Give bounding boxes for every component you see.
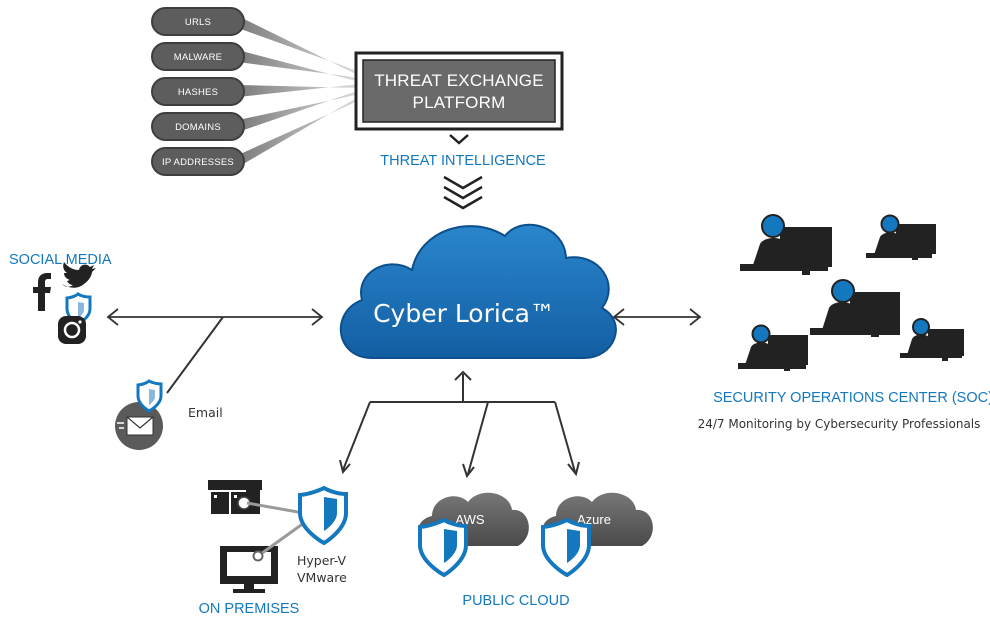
monitor-icon [220, 546, 278, 593]
aws-node: AWS [418, 492, 529, 578]
email-label: Email [188, 405, 223, 420]
platform-title-line2: PLATFORM [413, 93, 506, 112]
threat-intelligence-label: THREAT INTELLIGENCE [380, 153, 546, 169]
email-node: Email [115, 379, 223, 450]
analyst-icon [900, 318, 964, 361]
shield-icon [298, 485, 348, 546]
social-media-icons [33, 262, 96, 344]
chevron-down-icon [449, 134, 469, 145]
azure-label: Azure [577, 512, 611, 527]
threat-exchange-platform: THREAT EXCHANGE PLATFORM [354, 51, 564, 131]
source-label: IP ADDRESSES [162, 157, 234, 168]
source-pill-hashes: HASHES [151, 77, 245, 106]
source-pill-ip-addresses: IP ADDRESSES [151, 147, 245, 176]
instagram-icon [58, 316, 86, 344]
soc-analysts [738, 214, 964, 371]
source-pill-urls: URLS [151, 7, 245, 36]
server-icon [208, 480, 262, 514]
source-rays [238, 16, 360, 167]
shield-icon [541, 517, 591, 578]
analyst-icon [866, 214, 936, 260]
envelope-icon [117, 416, 154, 436]
facebook-icon [33, 273, 51, 311]
source-label: DOMAINS [175, 122, 221, 133]
source-label: MALWARE [174, 52, 222, 63]
chevrons-down-icon [443, 175, 483, 210]
on-premises-node: Hyper-V VMware [208, 480, 348, 593]
twitter-icon [62, 262, 96, 288]
soc-subtitle: 24/7 Monitoring by Cybersecurity Profess… [698, 417, 981, 431]
analyst-icon [740, 214, 832, 275]
email-connector-line [166, 316, 224, 394]
azure-node: Azure [541, 492, 653, 578]
analyst-icon [738, 324, 808, 371]
shield-icon [65, 292, 92, 326]
hypervisor-label: VMware [297, 570, 347, 585]
source-label: URLS [185, 17, 211, 28]
source-list: URLS MALWARE HASHES DOMAINS IP ADDRESSES [151, 7, 245, 176]
analyst-icon [810, 279, 900, 337]
shield-icon [418, 517, 468, 578]
cyber-lorica-title: Cyber Lorica™ [373, 299, 555, 328]
cyber-lorica-cloud: Cyber Lorica™ [339, 223, 617, 359]
soc-connector-arrow [612, 308, 702, 326]
on-premises-label: ON PREMISES [199, 601, 300, 617]
source-pill-domains: DOMAINS [151, 112, 245, 141]
public-cloud-label: PUBLIC CLOUD [462, 593, 569, 609]
shield-icon [136, 379, 163, 413]
platform-title-line1: THREAT EXCHANGE [374, 71, 544, 90]
aws-label: AWS [455, 512, 484, 527]
soc-title: SECURITY OPERATIONS CENTER (SOC) [713, 390, 990, 406]
hypervisor-label: Hyper-V [297, 553, 347, 568]
social-media-label: SOCIAL MEDIA [9, 252, 112, 268]
source-pill-malware: MALWARE [151, 42, 245, 71]
source-label: HASHES [178, 87, 218, 98]
social-connector-arrow [106, 308, 324, 326]
deployment-branches [339, 370, 580, 479]
